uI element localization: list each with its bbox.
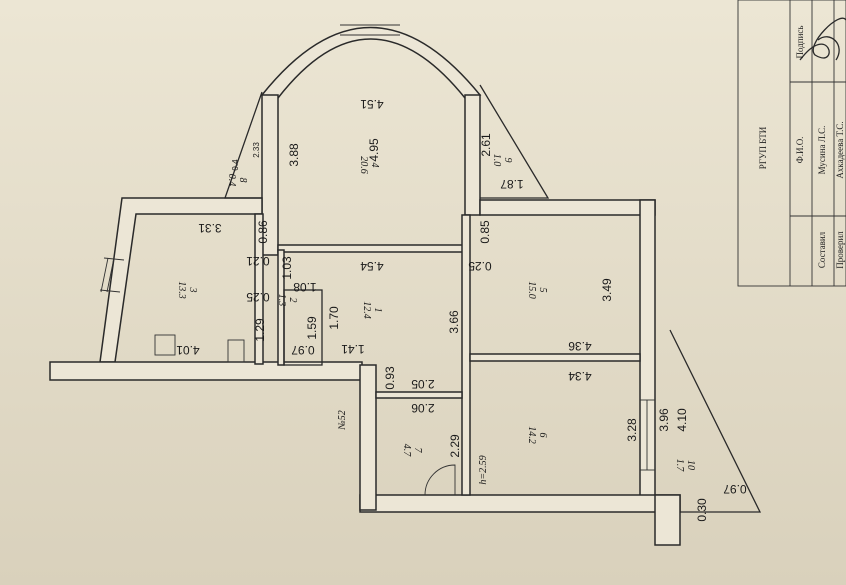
dim: 2.33 <box>252 142 261 158</box>
room-labels: 420.6 112.4 21.3 313.3 515.0 614.2 74.7 … <box>176 154 696 473</box>
dim: 3.66 <box>447 310 461 334</box>
apartment-number: №52 <box>337 410 348 430</box>
dimension-labels: 4.51 4.95 3.88 2.61 1.87 2.33 0.85 0.86 … <box>176 97 747 522</box>
dim: 2.06 <box>411 401 435 415</box>
dim: 3.88 <box>287 143 301 167</box>
room-8-area: 0.4 <box>226 174 237 187</box>
room-1-num: 1 <box>372 308 383 313</box>
dim: 4.54 <box>360 259 384 273</box>
dim: 1.41 <box>341 342 365 356</box>
room-5-area: 15.0 <box>526 281 537 299</box>
room-8-num: 8 <box>237 178 248 183</box>
dim: 4.95 <box>367 138 381 162</box>
ceiling-height: h=2.59 <box>478 455 489 484</box>
dim: 0.97 <box>291 343 315 357</box>
stove-icon <box>154 334 176 356</box>
signature <box>799 17 846 61</box>
dim: 1.70 <box>327 306 341 330</box>
svg-text:101.7: 101.7 <box>674 459 696 473</box>
sink-icon <box>227 339 245 363</box>
room-2-num: 2 <box>287 298 298 303</box>
name-compiled: Мусина Л.С. <box>817 126 827 175</box>
name-checked: Ахкадеева Т.С. <box>835 121 845 178</box>
dim: 0.86 <box>256 220 270 244</box>
svg-text:313.3: 313.3 <box>176 281 198 299</box>
dim: 0.30 <box>695 498 709 522</box>
room-10-area: 1.7 <box>674 459 685 473</box>
room-7-area: 4.7 <box>401 444 412 458</box>
dim: 4.51 <box>360 97 384 111</box>
dim: 0.25 <box>468 259 492 273</box>
dim: 4.01 <box>176 343 200 357</box>
dim: 1.59 <box>305 316 319 340</box>
room-7-num: 7 <box>412 448 423 454</box>
svg-text:91.0: 91.0 <box>491 154 513 167</box>
col-name-header: Ф.И.О. <box>795 137 805 164</box>
room-6-area: 14.2 <box>526 426 537 444</box>
role-compiled: Составил <box>817 231 827 268</box>
room-5-num: 5 <box>537 288 548 293</box>
dim: 0.21 <box>246 254 270 268</box>
room-2-area: 1.3 <box>276 294 287 307</box>
svg-text:515.0: 515.0 <box>526 281 548 299</box>
walls <box>49 24 762 546</box>
org-name: РГУП БТИ <box>758 126 768 169</box>
col-signature-header: Подпись <box>795 25 805 58</box>
dim: 3.96 <box>657 408 671 432</box>
svg-text:614.2: 614.2 <box>526 426 548 444</box>
room-9-num: 9 <box>502 158 513 163</box>
svg-text:21.3: 21.3 <box>276 294 298 307</box>
role-checked: Проверил <box>835 231 845 269</box>
room-9-area: 1.0 <box>491 154 502 167</box>
dim: 0.97 <box>723 482 747 496</box>
dim: 3.31 <box>198 221 222 235</box>
dim: 4.36 <box>568 339 592 353</box>
dim: 4.10 <box>675 408 689 432</box>
dim: 1.08 <box>293 280 317 294</box>
dim: 3.49 <box>600 278 614 302</box>
dim: 0.85 <box>478 220 492 244</box>
room-1-area: 12.4 <box>361 301 372 319</box>
dim: 1.29 <box>253 318 267 342</box>
svg-text:420.6: 420.6 <box>358 156 380 174</box>
room-4-num: 4 <box>369 163 380 168</box>
dim: 0.25 <box>246 290 270 304</box>
dim: 1.03 <box>280 256 294 280</box>
dim: 0.4 <box>231 159 240 171</box>
dim: 1.87 <box>500 177 524 191</box>
dim: 0.93 <box>383 366 397 390</box>
svg-text:80.4: 80.4 <box>226 174 248 187</box>
dim: 2.05 <box>411 377 435 391</box>
dim: 2.29 <box>448 434 462 458</box>
title-block: РГУП БТИ Ф.И.О. Подпись Составил Мусина … <box>737 0 846 287</box>
dim: 4.34 <box>568 369 592 383</box>
room-4-area: 20.6 <box>358 156 369 174</box>
svg-text:74.7: 74.7 <box>401 444 423 458</box>
dim: 2.61 <box>479 133 493 157</box>
room-3-area: 13.3 <box>176 281 187 299</box>
room-6-num: 6 <box>537 433 548 438</box>
svg-text:112.4: 112.4 <box>361 301 383 319</box>
dim: 3.28 <box>625 418 639 442</box>
room-3-num: 3 <box>187 287 198 293</box>
room-10-num: 10 <box>685 460 696 470</box>
